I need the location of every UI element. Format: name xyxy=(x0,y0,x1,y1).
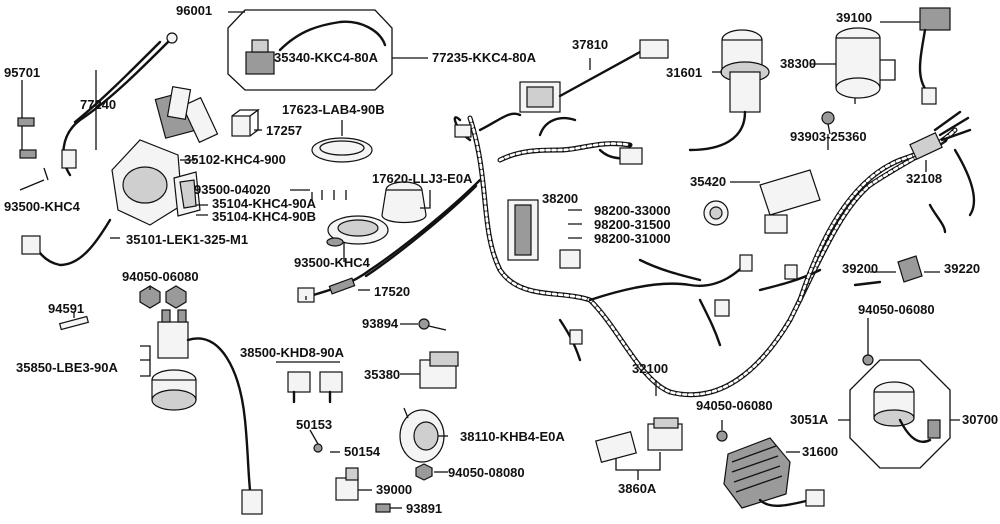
label-32100: 32100 xyxy=(632,361,669,376)
label-39000: 39000 xyxy=(376,482,413,497)
label-35850: 35850-LBE3-90A xyxy=(16,360,118,375)
label-31600: 31600 xyxy=(802,444,839,459)
label-35104b: 35104-KHC4-90B xyxy=(212,209,317,224)
label-93891: 93891 xyxy=(406,501,443,516)
part-38300 xyxy=(835,27,896,104)
label-93500-khc4-mid: 93500-KHC4 xyxy=(294,255,370,270)
label-94050-left: 94050-06080 xyxy=(122,269,199,284)
label-31601: 31601 xyxy=(666,65,703,80)
label-32108: 32108 xyxy=(906,171,943,186)
label-17623: 17623-LAB4-90B xyxy=(282,102,385,117)
label-96001: 96001 xyxy=(176,3,213,18)
label-38300: 38300 xyxy=(780,56,817,71)
label-17620: 17620-LLJ3-E0A xyxy=(372,171,473,186)
label-93894: 93894 xyxy=(362,316,399,331)
label-17520: 17520 xyxy=(374,284,411,299)
part-39100 xyxy=(918,7,951,105)
label-38500: 38500-KHD8-90A xyxy=(240,345,345,360)
label-38200: 38200 xyxy=(542,191,579,206)
label-94591: 94591 xyxy=(48,301,85,316)
label-98200-31500: 98200-31500 xyxy=(594,217,671,232)
label-3051a: 3051A xyxy=(790,412,829,427)
label-35101: 35101-LEK1-325-M1 xyxy=(126,232,249,247)
part-30700-coil xyxy=(873,381,941,443)
label-35380: 35380 xyxy=(364,367,401,382)
part-35420 xyxy=(703,169,821,234)
label-77235: 77235-KKC4-80A xyxy=(432,50,537,65)
part-17620-boot xyxy=(326,181,427,247)
label-30700: 30700 xyxy=(962,412,999,427)
part-77240-cable xyxy=(61,32,178,177)
part-35102-switch xyxy=(21,85,219,267)
label-93903: 93903-25360 xyxy=(790,129,867,144)
label-50153: 50153 xyxy=(296,417,333,432)
main-wire-harness xyxy=(453,112,948,398)
label-39200: 39200 xyxy=(842,261,879,276)
label-93500-04020: 93500-04020 xyxy=(194,182,271,197)
label-35340: 35340-KKC4-80A xyxy=(274,50,379,65)
part-35850-relay xyxy=(151,309,263,515)
label-38110: 38110-KHB4-E0A xyxy=(460,429,565,444)
label-95701: 95701 xyxy=(4,65,41,80)
part-31601-ignition xyxy=(688,29,770,152)
label-93500-khc4-left: 93500-KHC4 xyxy=(4,199,80,214)
label-50154: 50154 xyxy=(344,444,381,459)
label-17257: 17257 xyxy=(266,123,303,138)
choke-cable-frame xyxy=(227,9,393,91)
label-35102: 35102-KHC4-900 xyxy=(184,152,286,167)
label-3860a: 3860A xyxy=(618,481,657,496)
part-37810 xyxy=(519,39,669,113)
part-31600-regulator xyxy=(723,437,825,509)
label-94050-08080: 94050-08080 xyxy=(448,465,525,480)
sub-harness-32108 xyxy=(797,110,976,303)
label-35420: 35420 xyxy=(690,174,727,189)
label-98200-33000: 98200-33000 xyxy=(594,203,671,218)
label-35104a: 35104-KHC4-90A xyxy=(212,196,317,211)
label-94050-right: 94050-06080 xyxy=(858,302,935,317)
label-39100: 39100 xyxy=(836,10,873,25)
label-37810: 37810 xyxy=(572,37,609,52)
label-98200-31000: 98200-31000 xyxy=(594,231,671,246)
label-77240: 77240 xyxy=(80,97,117,112)
label-39220: 39220 xyxy=(944,261,981,276)
label-94050-lower: 94050-06080 xyxy=(696,398,773,413)
